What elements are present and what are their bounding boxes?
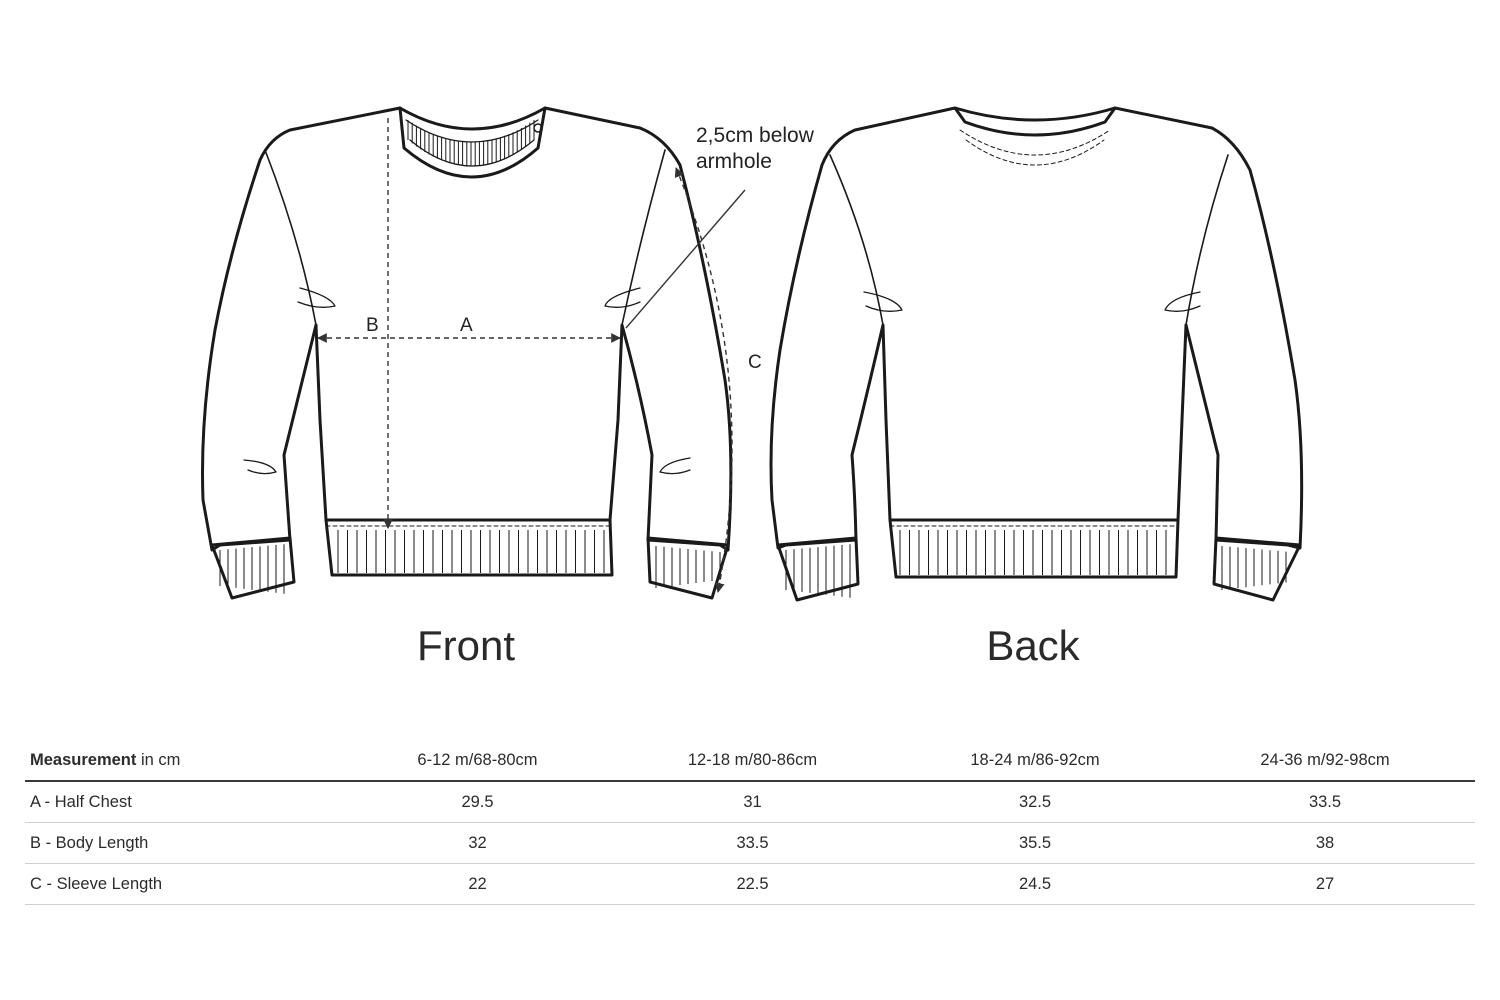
front-left-cuff [210, 536, 296, 600]
table-cell: 33.5 [1175, 781, 1475, 823]
back-left-cuff [776, 536, 860, 602]
sleeve-length-line [674, 167, 733, 593]
back-collar [953, 106, 1117, 137]
row-label: C - Sleeve Length [25, 863, 345, 905]
measurement-header-unit: in cm [136, 750, 181, 769]
size-header: 6-12 m/68-80cm [345, 740, 610, 782]
table-cell: 22.5 [610, 863, 895, 905]
back-cuff-ribs [785, 544, 1287, 598]
front-collar [398, 106, 547, 179]
note-leader-line [625, 189, 746, 329]
front-collar-ribs [407, 120, 535, 166]
table-row: C - Sleeve Length 22 22.5 24.5 27 [25, 863, 1475, 905]
note-line-2: armhole [696, 150, 772, 173]
measurement-lines [317, 118, 746, 593]
table-cell: 38 [1175, 822, 1475, 864]
sweatshirt-diagram: B A C 2,5cm below armhole Front Back [201, 106, 1304, 669]
table-row: A - Half Chest 29.5 31 32.5 33.5 [25, 781, 1475, 823]
front-title: Front [417, 622, 515, 669]
front-cuff-ribs [219, 544, 721, 594]
back-hem [888, 518, 1180, 579]
row-label: B - Body Length [25, 822, 345, 864]
size-table: Measurement in cm 6-12 m/68-80cm 12-18 m… [25, 740, 1475, 905]
back-ribbing [785, 530, 1287, 598]
back-outline [769, 106, 1304, 550]
back-right-cuff [1212, 536, 1302, 602]
table-cell: 22 [345, 863, 610, 905]
measurement-header-bold: Measurement [30, 750, 137, 769]
front-sweatshirt [201, 106, 733, 600]
size-header: 18-24 m/86-92cm [895, 740, 1175, 782]
back-title: Back [986, 622, 1080, 669]
size-header: 12-18 m/80-86cm [610, 740, 895, 782]
table-cell: 35.5 [895, 822, 1175, 864]
table-cell: 24.5 [895, 863, 1175, 905]
back-sweatshirt [769, 106, 1304, 602]
table-cell: 33.5 [610, 822, 895, 864]
table-cell: 31 [610, 781, 895, 823]
note-line-1: 2,5cm below [696, 124, 815, 147]
back-hem-ribs [899, 530, 1167, 575]
front-ribbing [219, 120, 721, 594]
measurement-header: Measurement in cm [25, 740, 345, 782]
front-hem [324, 518, 614, 577]
label-c: C [748, 352, 762, 373]
table-header-row: Measurement in cm 6-12 m/68-80cm 12-18 m… [25, 740, 1475, 782]
front-hem-ribs [337, 530, 605, 573]
label-b: B [366, 315, 379, 336]
label-a: A [460, 315, 473, 336]
size-header: 24-36 m/92-98cm [1175, 740, 1475, 782]
table-row: B - Body Length 32 33.5 35.5 38 [25, 822, 1475, 864]
table-cell: 27 [1175, 863, 1475, 905]
table-cell: 32.5 [895, 781, 1175, 823]
table-cell: 29.5 [345, 781, 610, 823]
row-label: A - Half Chest [25, 781, 345, 823]
table-cell: 32 [345, 822, 610, 864]
